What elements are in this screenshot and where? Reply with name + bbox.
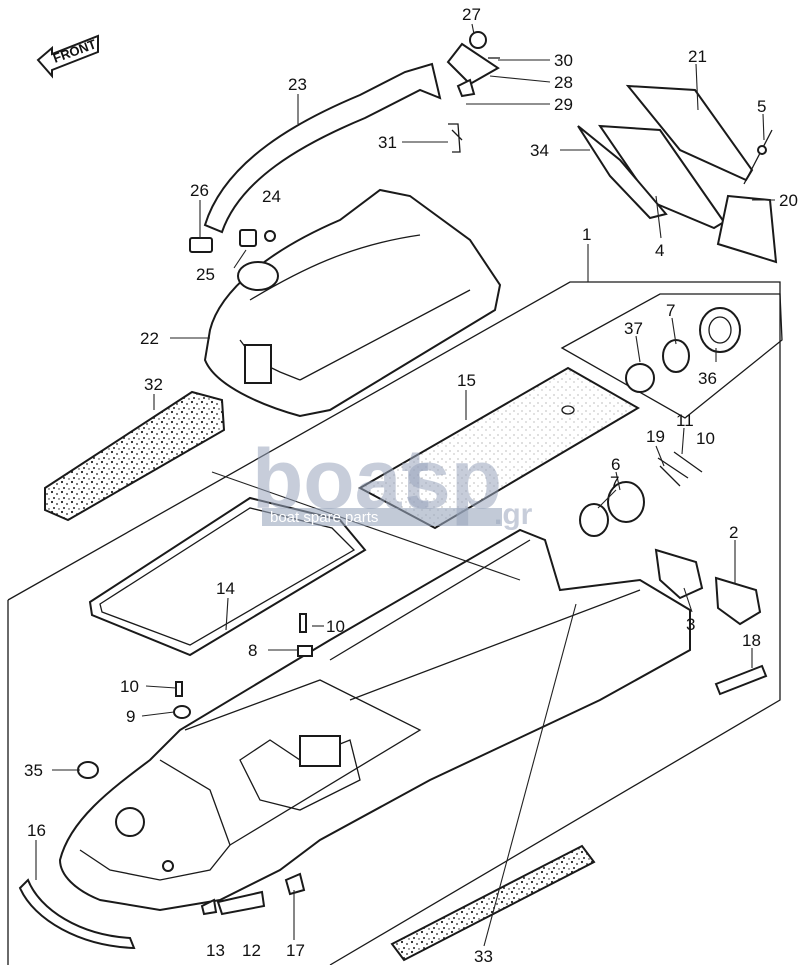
- callout-5: 5: [757, 97, 766, 116]
- fastener-parts: [77, 613, 313, 779]
- callout-24: 24: [262, 187, 281, 206]
- bottom-deck-mat-part: [390, 844, 596, 962]
- callout-26: 26: [190, 181, 209, 200]
- bracket-parts: [189, 229, 276, 253]
- callout-1: 1: [582, 225, 591, 244]
- callout-11: 11: [676, 411, 694, 430]
- callout-28: 28: [554, 73, 573, 92]
- callout-8: 8: [248, 641, 257, 660]
- hull-assembly-boundary: [7, 281, 781, 965]
- callout-27: 27: [462, 5, 481, 24]
- callout-32: 32: [144, 375, 163, 394]
- filler-cap-parts: [579, 451, 703, 537]
- callout-16: 16: [27, 821, 46, 840]
- front-arrow: FRONT: [36, 34, 99, 79]
- callout-7a: 7: [666, 301, 675, 320]
- callout-29: 29: [554, 95, 573, 114]
- callout-14: 14: [216, 579, 235, 598]
- callout-3: 3: [686, 615, 695, 634]
- callout-33: 33: [474, 947, 493, 965]
- handle-bar-part: [203, 62, 442, 234]
- engine-hood-part: [203, 188, 502, 418]
- callout-25: 25: [196, 265, 215, 284]
- callout-34: 34: [530, 141, 549, 160]
- callout-4: 4: [655, 241, 664, 260]
- watermark-tagline: boat spare parts: [270, 509, 378, 526]
- callout-10c: 10: [696, 429, 715, 448]
- hatch-panel-parts: [577, 84, 778, 264]
- callout-18: 18: [742, 631, 761, 650]
- callout-12: 12: [242, 941, 261, 960]
- callout-9: 9: [126, 707, 135, 726]
- callout-21: 21: [688, 47, 707, 66]
- left-deck-mat-part: [44, 390, 226, 522]
- callout-labels: 1 2 3 4 5 6 7 7 8 9 10 10 10 11 12 13 14…: [24, 5, 798, 965]
- callout-36: 36: [698, 369, 717, 388]
- hatch-seal-part: [88, 496, 367, 657]
- callout-2: 2: [729, 523, 738, 542]
- callout-35: 35: [24, 761, 43, 780]
- callout-31: 31: [378, 133, 397, 152]
- bumper-strip-part: [18, 878, 136, 950]
- plate-part: [714, 664, 768, 696]
- callout-13: 13: [206, 941, 225, 960]
- callout-17: 17: [286, 941, 305, 960]
- clip-part: [448, 123, 463, 153]
- lower-bracket-parts: [200, 872, 306, 916]
- callout-10a: 10: [326, 617, 345, 636]
- hull-body-part: [58, 528, 691, 912]
- callout-20: 20: [779, 191, 798, 210]
- callout-30: 30: [554, 51, 573, 70]
- watermark: boat sp .gr boat spare parts: [252, 432, 533, 531]
- callout-7b: 7: [610, 473, 619, 492]
- callout-37: 37: [624, 319, 643, 338]
- callout-15: 15: [457, 371, 476, 390]
- callout-6: 6: [611, 455, 620, 474]
- callout-22: 22: [140, 329, 159, 348]
- callout-19: 19: [646, 427, 665, 446]
- callout-23: 23: [288, 75, 307, 94]
- watermark-tagline-bar: [262, 508, 502, 526]
- side-block-parts: [654, 548, 762, 626]
- callout-10b: 10: [120, 677, 139, 696]
- top-hardware-parts: [446, 31, 500, 98]
- fuel-filler-inset: [560, 293, 783, 419]
